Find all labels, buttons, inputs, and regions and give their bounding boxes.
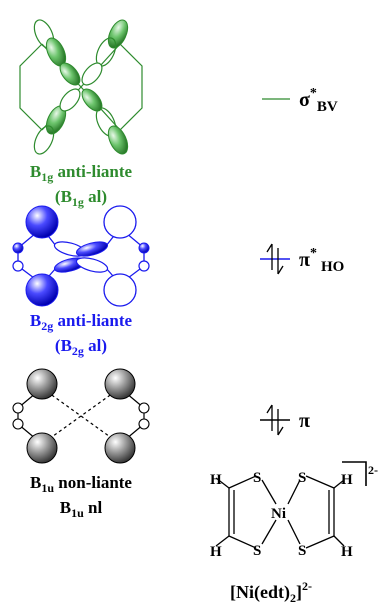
b1u-atom-l1	[12, 402, 24, 414]
complex-charge: 2-	[368, 463, 378, 477]
h-atom-bl: H	[210, 544, 222, 560]
b2g-label-line2: (B2g al)	[55, 336, 107, 358]
b1u-sphere-br	[104, 432, 136, 464]
b2g-sphere-tl	[25, 205, 59, 239]
b1u-atom-r2	[138, 418, 150, 430]
s-atom-tl: S	[253, 470, 261, 486]
charge-bracket	[342, 461, 367, 486]
level-pi-ho	[260, 243, 290, 275]
b1u-sphere-bl	[26, 432, 58, 464]
b2g-orbital-drawing	[12, 205, 150, 307]
b1g-d-lobe-4	[59, 88, 81, 112]
b2g-atom-r1	[138, 242, 150, 254]
b1g-orbital-drawing	[19, 19, 143, 155]
level-pi	[260, 404, 290, 436]
b1u-atom-r1	[138, 402, 150, 414]
b1g-right-ring	[119, 43, 143, 131]
b1u-dashed-bond-2	[41, 387, 121, 445]
level-pi-ho-label: π*HO	[299, 246, 344, 275]
b1g-lobe-bl-open	[33, 125, 55, 155]
s-atom-bl: S	[253, 543, 261, 559]
b2g-d-lobe-2	[75, 241, 109, 257]
h-atom-tl: H	[210, 472, 222, 488]
b1g-lobe-br-filled	[107, 125, 129, 155]
level-pi-label: π	[299, 410, 310, 432]
ni-edt-complex-structure	[215, 461, 367, 549]
b1u-label-line1: B1u non-liante	[30, 473, 132, 495]
b2g-atom-l2	[12, 260, 24, 272]
spin-down-arrow-icon	[277, 409, 284, 436]
b1g-d-lobe-2	[81, 88, 103, 112]
b1g-d-lobe-1	[59, 62, 81, 86]
b2g-atom-l1	[12, 242, 24, 254]
b1g-lobe-tr-filled	[107, 19, 129, 49]
b1u-sphere-tl	[26, 368, 58, 400]
b1u-atom-l2	[12, 418, 24, 430]
level-sigma-bv-label: σ*BV	[299, 86, 338, 115]
s-atom-tr: S	[298, 470, 306, 486]
complex-formula: [Ni(edt)2]2-	[230, 579, 312, 605]
b2g-sphere-bl	[25, 273, 59, 307]
s-atom-br: S	[298, 543, 306, 559]
b2g-d-lobe-4	[75, 257, 109, 273]
b2g-sphere-br	[103, 273, 137, 307]
ni-atom: Ni	[271, 506, 286, 522]
b1u-sphere-tr	[104, 368, 136, 400]
b1g-left-ring	[19, 43, 43, 131]
spin-up-arrow-icon	[266, 404, 273, 431]
b1g-d-lobe-3	[81, 62, 103, 86]
b1u-orbital-drawing	[12, 368, 150, 464]
b2g-atom-r2	[138, 260, 150, 272]
h-atom-br: H	[341, 544, 353, 560]
b1g-label-line1: B1g anti-liante	[30, 162, 133, 184]
spin-up-arrow-icon	[266, 243, 273, 270]
h-atom-tr: H	[341, 472, 353, 488]
b2g-sphere-tr	[103, 205, 137, 239]
b2g-label-line1: B2g anti-liante	[30, 311, 133, 333]
spin-down-arrow-icon	[277, 248, 284, 275]
b1g-label-line2: (B1g al)	[55, 187, 107, 209]
b1u-label-line2: B1u nl	[60, 498, 103, 520]
